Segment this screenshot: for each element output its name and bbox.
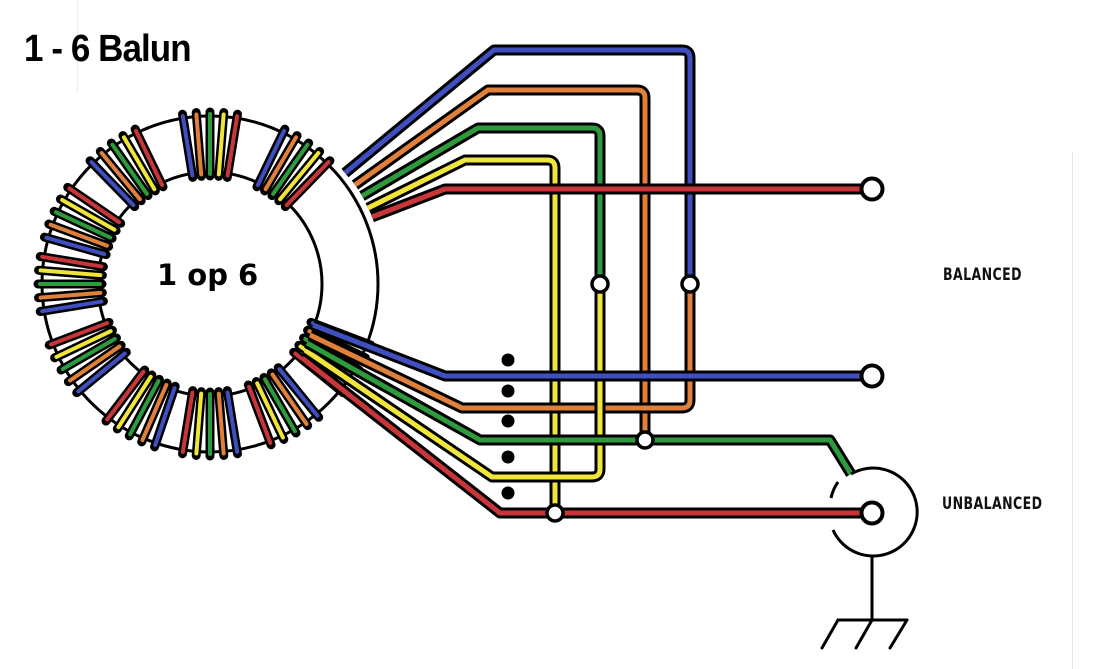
winding-turn-green — [271, 142, 310, 196]
phase-dot — [501, 384, 515, 398]
winding-turn-blue — [277, 367, 320, 418]
coax-shield-arc — [831, 466, 919, 558]
winding-turn-red — [284, 160, 331, 208]
winding-turn-blue — [44, 235, 107, 257]
winding-turn-red — [247, 384, 273, 445]
junction-node — [545, 503, 565, 523]
wire-outline — [370, 183, 872, 223]
wire-green — [360, 125, 603, 284]
image-edge-line — [77, 0, 78, 92]
winding-turn-red — [105, 369, 146, 422]
wire-red — [371, 186, 872, 220]
winding-turn-red — [134, 128, 165, 187]
wire-blue — [343, 47, 693, 284]
winding-turn-yellow — [60, 198, 117, 232]
winding-turn-yellow — [278, 151, 321, 202]
winding-turn-red — [225, 114, 240, 178]
winding-group — [101, 365, 180, 452]
winding-turn-orange — [48, 222, 109, 248]
coax-shield-arc-left — [829, 481, 840, 499]
unbalanced-label: UNBALANCED — [942, 494, 1043, 514]
winding-turn-blue — [180, 114, 195, 178]
junction-node — [680, 274, 700, 294]
winding-turn-red — [180, 390, 195, 454]
wire-orange — [308, 284, 693, 411]
wire-orange — [353, 87, 648, 440]
winding-turn-orange — [194, 112, 204, 177]
junction-node — [635, 430, 655, 450]
winding-turn-orange — [68, 344, 122, 383]
winding-turn-orange — [263, 135, 299, 192]
winding-turn-blue — [153, 386, 177, 447]
wire-red — [300, 356, 872, 516]
image-edge-line — [1072, 152, 1073, 669]
winding-turn-orange — [140, 382, 169, 443]
wire-outline — [311, 319, 872, 382]
balanced-label: BALANCED — [943, 265, 1022, 285]
winding-group — [44, 317, 131, 398]
winding-turn-red — [67, 186, 122, 225]
winding-turn-yellow — [121, 135, 157, 192]
winding-turn-blue — [225, 390, 240, 454]
winding-turn-green — [60, 337, 117, 371]
winding-turn-green — [128, 379, 161, 437]
junction-nodes — [545, 176, 885, 526]
winding-group — [85, 124, 168, 212]
wires — [298, 44, 872, 519]
winding-turn-green — [53, 210, 113, 240]
winding-group — [252, 124, 335, 212]
coax-connector — [829, 466, 919, 558]
winding-turn-orange — [216, 391, 226, 456]
winding-turn-blue — [89, 160, 136, 208]
wire-yellow — [366, 157, 558, 513]
phase-dot — [501, 414, 515, 428]
winding-turn-yellow — [194, 391, 204, 456]
wire-yellow — [303, 284, 603, 480]
phase-dot — [501, 486, 515, 500]
ground-symbol-icon — [820, 555, 909, 650]
winding-group — [39, 182, 126, 260]
phase-dots — [501, 353, 515, 500]
winding-turn-yellow — [54, 329, 113, 359]
phase-dot — [501, 450, 515, 464]
winding-turn-red — [49, 321, 110, 347]
winding-turn-orange — [99, 151, 142, 202]
winding-turn-orange — [270, 372, 309, 426]
winding-turn-yellow — [255, 381, 285, 440]
winding-turn-yellow — [116, 374, 153, 430]
winding-group — [33, 252, 108, 316]
image-right-margin — [1073, 0, 1106, 669]
wire-green — [305, 340, 854, 476]
winding-group — [243, 363, 324, 450]
winding-turn-yellow — [216, 112, 226, 177]
balanced-terminal-bottom — [859, 363, 885, 389]
winding-turn-yellow — [38, 268, 103, 278]
winding-turn-green — [263, 377, 297, 434]
winding-group — [178, 107, 242, 182]
winding-turn-blue — [255, 128, 286, 187]
winding-turn-green — [110, 142, 149, 196]
junction-node — [590, 274, 610, 294]
phase-dot — [501, 353, 515, 367]
wire-blue — [312, 322, 872, 379]
winding-turn-red — [40, 254, 104, 269]
winding-turn-orange — [38, 290, 103, 300]
winding-group — [178, 386, 242, 461]
winding-turn-blue — [76, 351, 127, 394]
coax-center-terminal — [859, 500, 885, 526]
winding-turn-blue — [40, 299, 104, 314]
balanced-terminal-top — [859, 176, 885, 202]
core-ratio-label: 1 op 6 — [157, 258, 259, 292]
page-title: 1 - 6 Balun — [24, 28, 192, 70]
